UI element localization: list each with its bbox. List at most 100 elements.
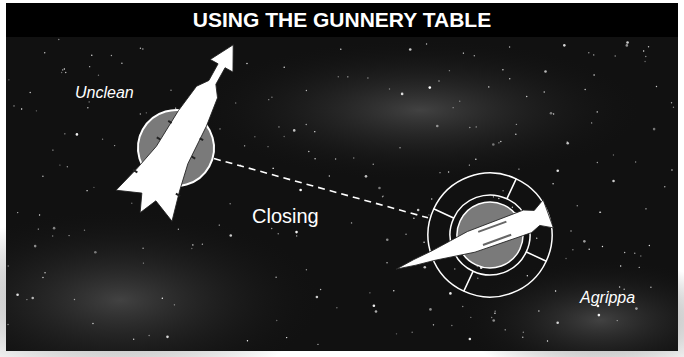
star <box>634 253 635 254</box>
star <box>131 203 132 204</box>
star <box>38 228 39 229</box>
star <box>577 205 578 206</box>
star <box>295 231 298 234</box>
star <box>436 125 439 128</box>
star <box>494 312 495 313</box>
star <box>353 157 354 158</box>
star <box>142 248 143 249</box>
star <box>68 235 69 236</box>
star <box>588 249 589 250</box>
star <box>202 243 203 244</box>
star <box>645 56 646 57</box>
star <box>462 306 463 307</box>
star <box>597 111 598 112</box>
star <box>498 142 499 143</box>
star <box>544 91 545 92</box>
star <box>584 89 585 90</box>
star <box>93 187 94 188</box>
star <box>591 122 592 123</box>
star <box>89 66 90 67</box>
star <box>44 272 45 273</box>
star <box>340 48 341 49</box>
star <box>133 339 134 340</box>
star <box>114 145 115 146</box>
star <box>505 329 506 330</box>
star <box>470 317 471 318</box>
edge-label: Closing <box>252 205 319 228</box>
star <box>547 340 548 341</box>
star <box>276 320 277 321</box>
star <box>389 88 390 89</box>
star <box>451 325 452 326</box>
star <box>146 112 147 113</box>
star <box>92 323 93 324</box>
star <box>566 142 569 145</box>
star <box>52 235 53 236</box>
star <box>219 128 220 129</box>
star <box>650 287 651 288</box>
star <box>44 52 45 53</box>
star <box>314 158 315 159</box>
star <box>550 112 553 115</box>
star <box>664 186 665 187</box>
star <box>431 198 432 199</box>
star <box>612 180 615 183</box>
star <box>244 145 245 146</box>
star <box>626 41 629 44</box>
star <box>469 127 470 128</box>
star <box>174 304 175 305</box>
star <box>386 262 387 263</box>
star <box>527 275 528 276</box>
star <box>428 86 431 89</box>
star <box>17 212 18 213</box>
star <box>94 251 97 254</box>
star <box>338 76 339 77</box>
star <box>306 269 307 270</box>
star <box>599 212 600 213</box>
star <box>502 69 503 70</box>
star <box>423 266 426 269</box>
title: USING THE GUNNERY TABLE <box>6 3 678 37</box>
star <box>671 102 672 103</box>
star <box>140 113 141 114</box>
star <box>644 61 645 62</box>
star <box>36 110 37 111</box>
star <box>84 229 85 230</box>
star <box>544 70 547 73</box>
ship-zone: Agrippa <box>428 173 552 297</box>
star <box>405 234 406 235</box>
star <box>600 212 601 213</box>
star <box>492 319 495 322</box>
star <box>645 208 646 209</box>
star <box>347 76 348 77</box>
star <box>272 167 273 168</box>
star <box>512 207 513 208</box>
star <box>673 107 674 108</box>
star <box>475 159 476 160</box>
star <box>102 138 103 139</box>
star <box>52 149 53 150</box>
star <box>583 240 586 243</box>
nebula <box>0 210 320 357</box>
star <box>553 113 554 114</box>
star <box>593 54 594 55</box>
star <box>474 55 475 56</box>
star <box>254 136 255 137</box>
star <box>378 187 381 190</box>
star <box>614 55 615 56</box>
star <box>336 307 337 308</box>
star <box>373 305 376 308</box>
star <box>317 344 318 345</box>
ship-name: Agrippa <box>580 289 635 307</box>
star <box>7 324 8 325</box>
star <box>523 331 524 332</box>
star <box>635 307 638 310</box>
star <box>613 154 614 155</box>
star <box>178 228 179 229</box>
star <box>433 324 434 325</box>
star <box>31 297 34 300</box>
star <box>7 265 8 266</box>
star <box>417 209 420 212</box>
star <box>170 90 171 91</box>
star <box>602 246 603 247</box>
